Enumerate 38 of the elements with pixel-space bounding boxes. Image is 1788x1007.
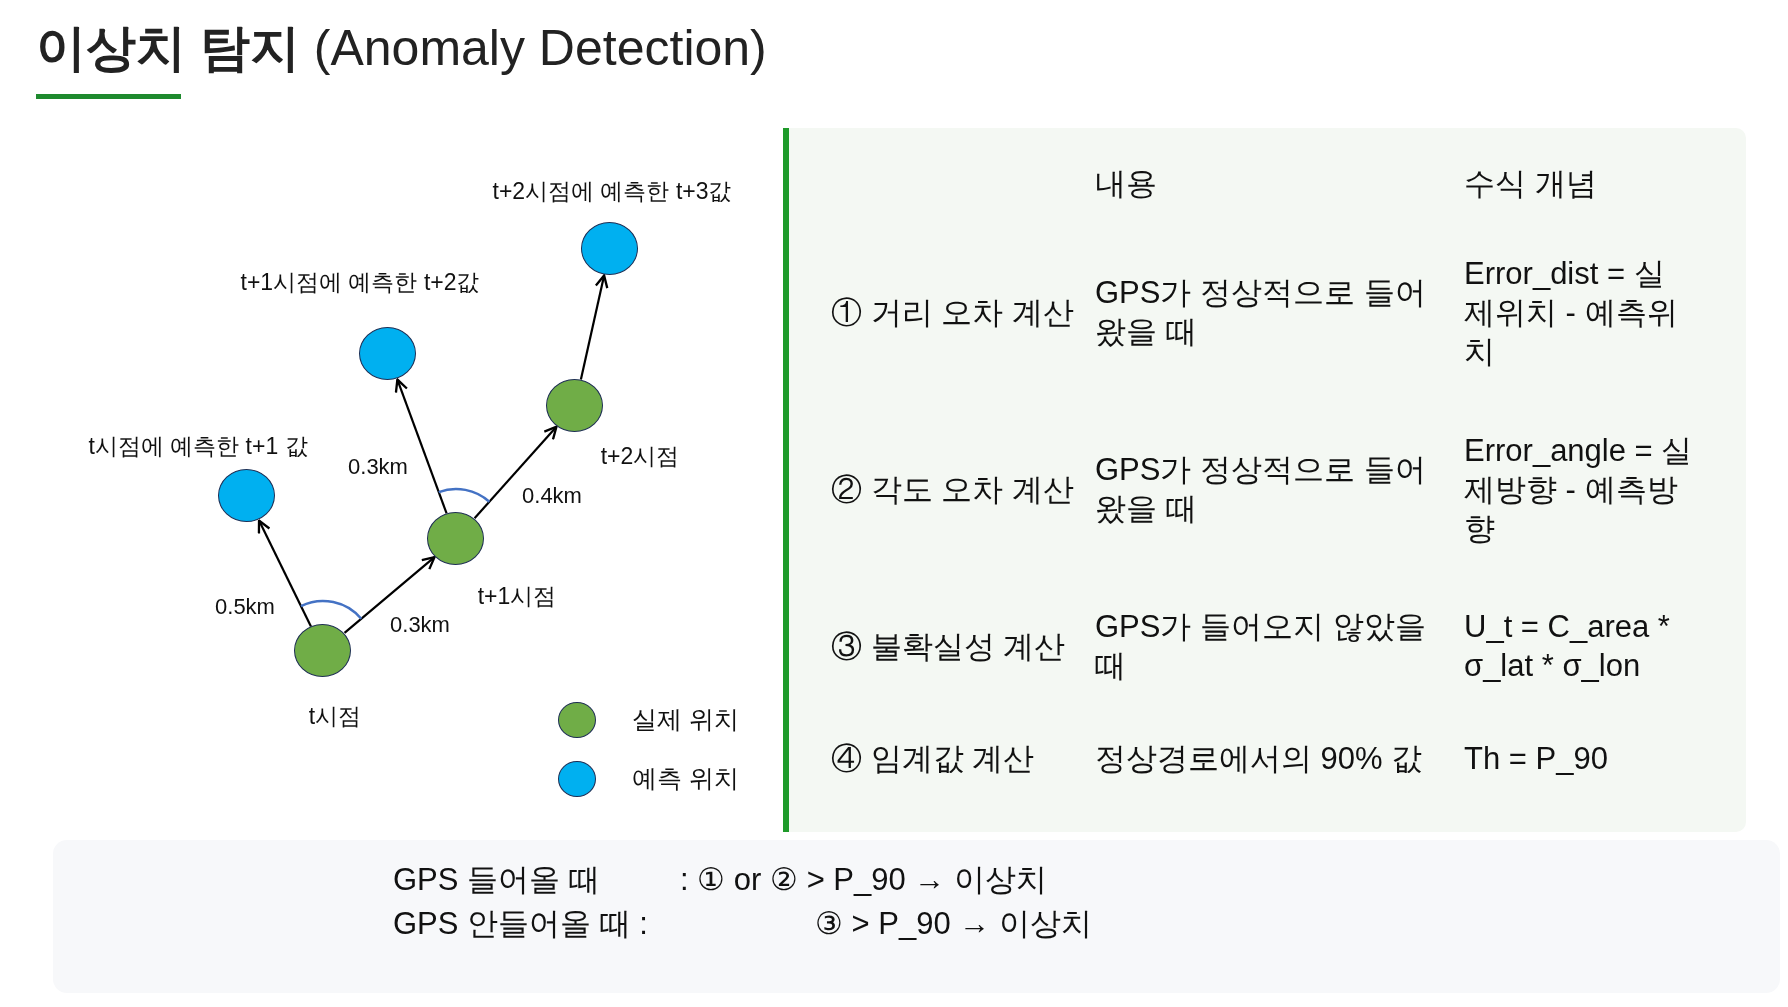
table-text: GPS가 정상적으로 들어왔을 때 <box>1095 274 1427 351</box>
node-caption: t시점에 예측한 t+1 값 <box>88 433 308 461</box>
table-text: ④ 임계값 계산 <box>831 739 1036 778</box>
table-text: Error_dist = 실제위치 - 예측위치 <box>1464 254 1679 371</box>
summary-text: GPS 들어올 때 <box>393 861 600 899</box>
node-caption: t+2시점 <box>600 443 680 471</box>
table-text: ③ 불확실성 계산 <box>831 627 1067 666</box>
table-text: 정상경로에서의 90% 값 <box>1095 739 1424 778</box>
node-caption: t+1시점에 예측한 t+2값 <box>240 269 480 297</box>
table-text: ① 거리 오차 계산 <box>831 293 1075 332</box>
column-header: 수식 개념 <box>1464 164 1598 203</box>
legend-label: 예측 위치 <box>632 763 739 793</box>
column-header: 내용 <box>1095 164 1158 203</box>
arrow <box>343 555 436 634</box>
location-circle <box>218 469 275 522</box>
arrow <box>473 425 558 519</box>
summary-text: ③ > P_90 → 이상치 <box>815 905 1092 943</box>
location-circle <box>546 379 603 432</box>
node-caption: t+1시점 <box>477 583 557 611</box>
table-text: ② 각도 오차 계산 <box>831 470 1075 509</box>
table-text: Th = P_90 <box>1464 739 1609 778</box>
arrow <box>579 274 609 380</box>
table-text: Error_angle = 실제방향 - 예측방향 <box>1464 431 1694 548</box>
legend-label: 실제 위치 <box>632 704 739 734</box>
summary-text: GPS 안들어올 때 : <box>393 905 648 943</box>
table-text: GPS가 정상적으로 들어왔을 때 <box>1095 451 1427 528</box>
table-text: U_t = C_area * σ_lat * σ_lon <box>1464 608 1671 685</box>
location-circle <box>359 327 416 380</box>
page-title: 이상치 탐지 (Anomaly Detection) <box>36 19 767 78</box>
location-circle <box>294 624 351 677</box>
summary-text: : ① or ② > P_90 → 이상치 <box>680 861 1047 899</box>
location-circle <box>427 512 484 565</box>
arrow <box>257 519 312 627</box>
table-text: GPS가 들어오지 않았을 때 <box>1095 608 1427 685</box>
arrow <box>394 378 448 514</box>
node-caption: t시점 <box>308 703 362 731</box>
node-caption: t+2시점에 예측한 t+3값 <box>492 178 732 206</box>
location-circle <box>581 222 638 275</box>
